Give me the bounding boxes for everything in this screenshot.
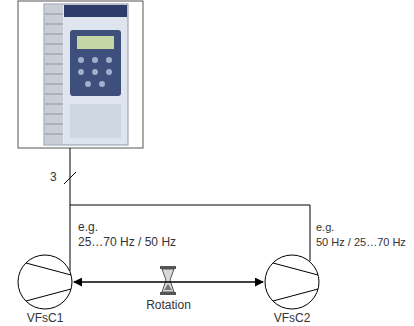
compressor-node: VFsC2: [263, 254, 321, 326]
compressor-symbol: [16, 254, 74, 310]
edge-label: Rotation: [144, 298, 193, 312]
conductor-count: 3: [50, 170, 57, 184]
rotation-arrow: [74, 281, 263, 283]
frequency-note: e.g.: [78, 220, 98, 234]
frequency-note: e.g.: [316, 220, 334, 234]
compressor-label: VFsC1: [16, 311, 74, 325]
compressor-node: VFsC1: [16, 254, 74, 326]
compressor-symbol: [263, 254, 321, 310]
frequency-note: 50 Hz / 25…70 Hz: [316, 235, 406, 249]
compressor-label: VFsC2: [263, 311, 321, 325]
frequency-note: 25…70 Hz / 50 Hz: [78, 235, 176, 249]
